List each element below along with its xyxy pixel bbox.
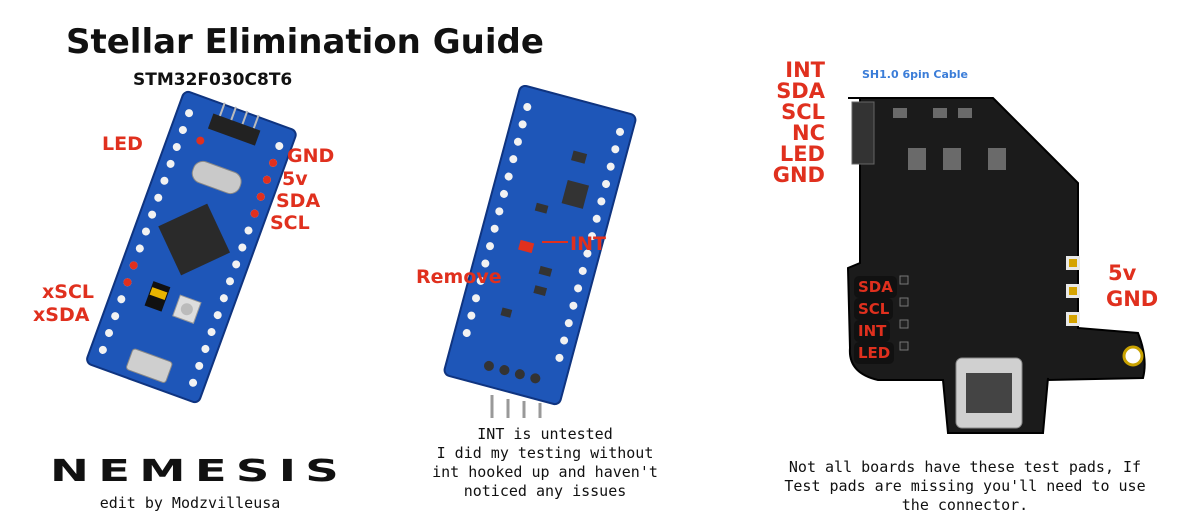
test-pad-labels: SDA SCL INT LED — [856, 276, 895, 364]
pin-gnd: GND — [772, 163, 825, 187]
cable-label: SH1.0 6pin Cable — [862, 68, 969, 81]
label-5v: 5v — [282, 168, 308, 190]
note-line: Not all boards have these test pads, If — [788, 458, 1142, 476]
label-gnd: GND — [287, 145, 335, 167]
note-line: the connector. — [901, 496, 1029, 514]
connector-pin-labels: INT SDA SCL NC LED GND — [765, 60, 825, 186]
label-int: INT — [570, 233, 606, 255]
label-xsda: xSDA — [33, 304, 90, 326]
pin-scl: SCL — [781, 100, 825, 124]
label-power-5v: 5v — [1108, 261, 1137, 285]
note-line: int hooked up and haven't — [432, 463, 658, 481]
pin-int: INT — [785, 58, 825, 82]
pad-led: LED — [856, 344, 893, 362]
pin-nc: NC — [792, 121, 825, 145]
label-led: LED — [102, 133, 143, 155]
pad-int: INT — [856, 322, 889, 340]
int-arrow — [542, 241, 568, 243]
credit-text: edit by Modzvilleusa — [99, 494, 281, 512]
middle-note: INT is untested I did my testing without… — [410, 425, 680, 501]
note-line: noticed any issues — [463, 482, 627, 500]
label-scl: SCL — [270, 212, 310, 234]
label-power-gnd: GND — [1106, 287, 1159, 311]
label-sda: SDA — [276, 190, 321, 212]
label-xscl: xSCL — [42, 281, 94, 303]
note-line: I did my testing without — [436, 444, 654, 462]
right-board-diagram — [846, 97, 1146, 434]
nemesis-logo: NEMESIS — [50, 454, 349, 489]
middle-board-diagram — [443, 85, 637, 418]
page-title: Stellar Elimination Guide — [66, 22, 544, 62]
label-remove: Remove — [416, 266, 502, 288]
pin-sda: SDA — [776, 79, 825, 103]
left-board-diagram — [86, 90, 297, 404]
pin-led: LED — [779, 142, 825, 166]
note-line: Test pads are missing you'll need to use — [784, 477, 1146, 495]
note-line: INT is untested — [477, 425, 613, 443]
chip-subtitle: STM32F030C8T6 — [133, 70, 293, 90]
pad-sda: SDA — [856, 278, 895, 296]
pad-scl: SCL — [856, 300, 892, 318]
right-note: Not all boards have these test pads, If … — [740, 458, 1190, 515]
